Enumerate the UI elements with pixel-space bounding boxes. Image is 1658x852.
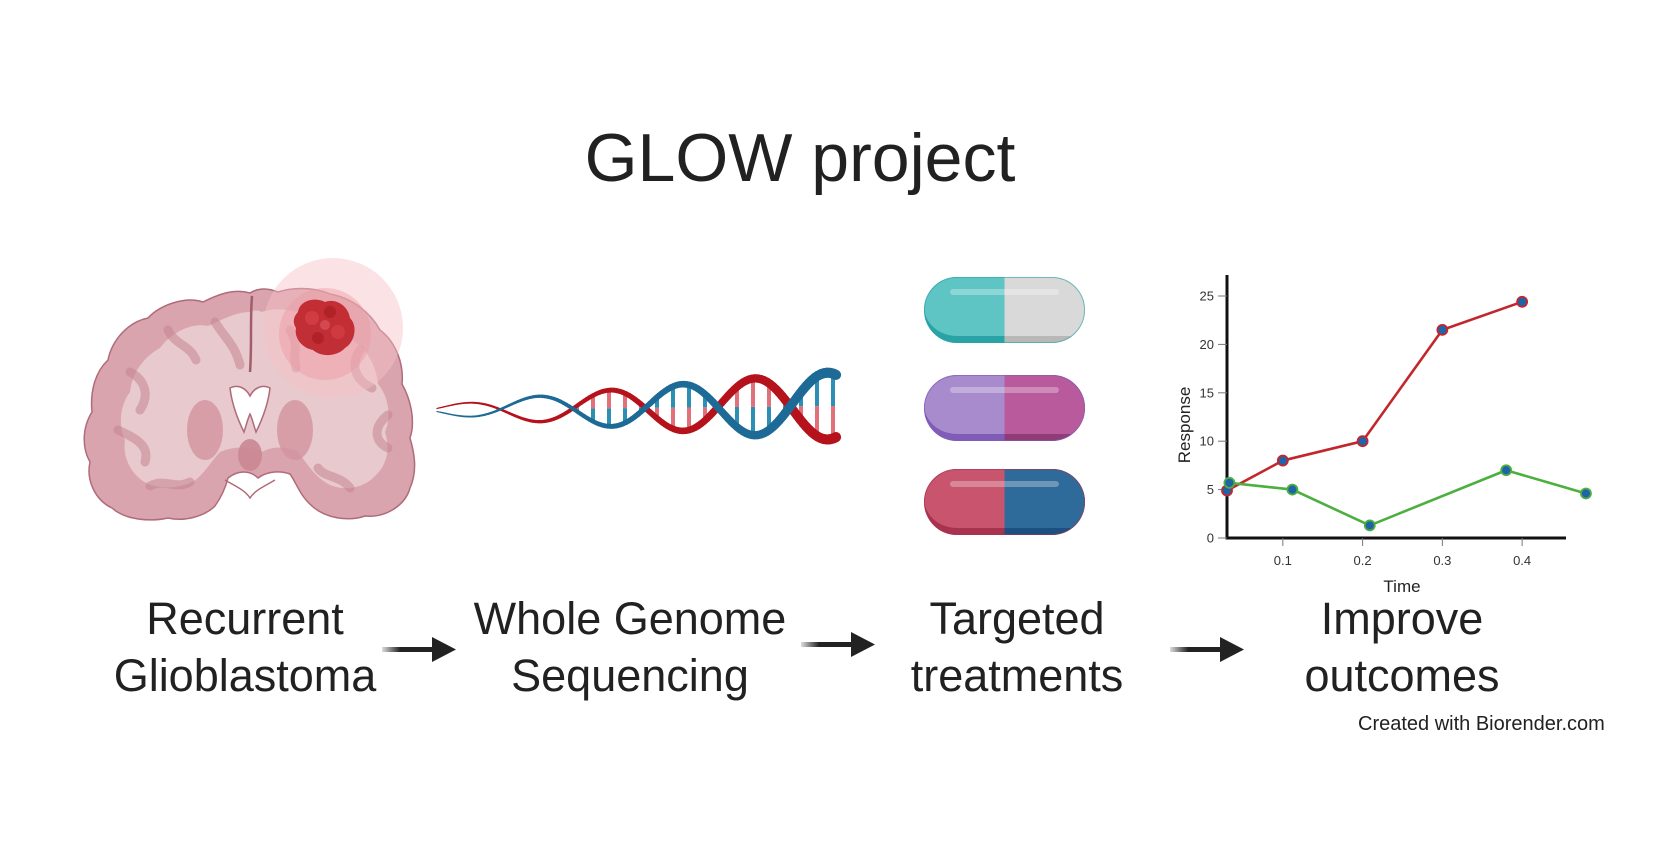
pill-capsule	[924, 375, 1085, 441]
arrow-right-icon	[1170, 637, 1244, 662]
step-label-line: Sequencing	[511, 650, 749, 701]
data-point	[1363, 519, 1376, 532]
data-point	[1356, 435, 1369, 448]
step-label-targeted-treatments: Targeted treatments	[867, 590, 1167, 704]
arrow-right-icon	[382, 637, 456, 662]
brain-tumor-icon	[83, 258, 416, 521]
arrow-right-icon	[801, 632, 875, 657]
x-tick-label: 0.1	[1274, 553, 1292, 568]
pill-capsule	[924, 469, 1085, 535]
step-label-recurrent-glioblastoma: Recurrent Glioblastoma	[95, 590, 395, 704]
data-point	[1580, 487, 1592, 500]
pill-highlight	[950, 387, 1059, 393]
dna-strand-red	[436, 374, 842, 445]
x-tick-label: 0.4	[1513, 553, 1531, 568]
y-tick-label: 20	[1200, 337, 1214, 352]
data-point	[1286, 483, 1299, 496]
step-label-line: Recurrent	[146, 593, 344, 644]
x-tick-label: 0.3	[1433, 553, 1451, 568]
y-tick-label: 15	[1200, 385, 1214, 400]
brain-ventricles	[229, 385, 271, 434]
x-tick-label: 0.2	[1354, 553, 1372, 568]
data-point	[1223, 476, 1236, 489]
dna-helix-icon	[436, 367, 842, 445]
y-tick-label: 10	[1200, 434, 1214, 449]
pill-capsule	[924, 277, 1085, 343]
step-label-line: Whole Genome	[473, 593, 787, 644]
tumor	[293, 299, 355, 356]
pill-highlight	[950, 289, 1059, 295]
y-axis-title: Response	[1175, 387, 1194, 464]
step-label-line: outcomes	[1304, 650, 1500, 701]
data-point	[1500, 464, 1513, 477]
data-point	[1436, 323, 1449, 336]
step-label-line: treatments	[910, 650, 1124, 701]
green-series-line	[1229, 468, 1587, 527]
red-series	[1221, 295, 1529, 497]
page-title: GLOW project	[584, 120, 1016, 196]
step-label-line: Glioblastoma	[113, 650, 377, 701]
step-label-line: Improve	[1320, 593, 1484, 644]
step-label-improve-outcomes: Improve outcomes	[1252, 590, 1552, 704]
y-tick-label: 25	[1200, 289, 1214, 304]
step-label-whole-genome-sequencing: Whole Genome Sequencing	[470, 590, 790, 704]
pill-highlight	[950, 481, 1059, 487]
step-label-line: Targeted	[929, 593, 1105, 644]
red-series-line	[1226, 300, 1523, 492]
y-tick-label: 5	[1207, 482, 1214, 497]
data-point	[1516, 295, 1529, 308]
x-axis-title: Time	[1383, 577, 1420, 596]
dna-strand-blue	[436, 367, 842, 440]
green-series	[1223, 464, 1592, 532]
data-point	[1276, 454, 1289, 467]
biorender-credit: Created with Biorender.com	[1358, 713, 1605, 735]
pill-capsules-icon	[924, 277, 1085, 535]
y-tick-label: 0	[1207, 531, 1214, 546]
